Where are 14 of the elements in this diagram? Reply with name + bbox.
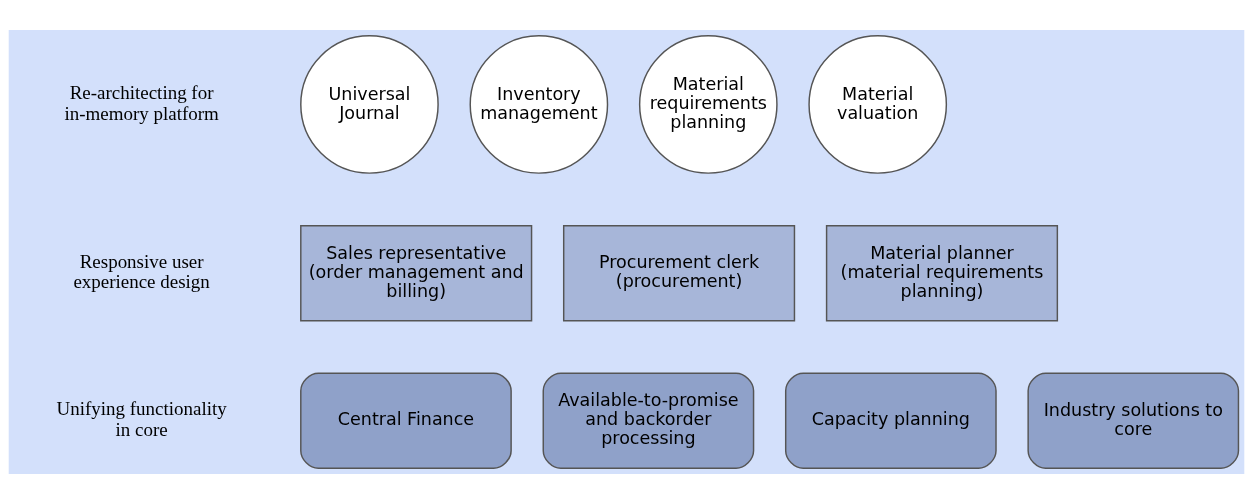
node-box: Central Finance	[300, 372, 512, 469]
label: Re-architecting for in-memory platform	[64, 82, 219, 124]
node-box: Procurement clerk (procurement)	[562, 225, 796, 322]
node-box: Industry solutions to core	[1027, 372, 1240, 469]
node-circle: Material requirements planning	[638, 35, 778, 174]
label: Responsive user experience design	[73, 250, 210, 293]
node-circle: Inventory management	[469, 35, 609, 174]
node-box: Available-to-promise and backorder processing	[542, 372, 755, 469]
label: Unifying functionality in core	[56, 398, 227, 440]
node-box: Material planner (material requirements planning)	[825, 225, 1059, 322]
node-box: Sales representative (order management and billing)	[300, 225, 533, 322]
node-circle: Material valuation	[808, 35, 948, 174]
node-circle: Universal Journal	[300, 35, 439, 174]
node-box: Capacity planning	[784, 372, 997, 469]
